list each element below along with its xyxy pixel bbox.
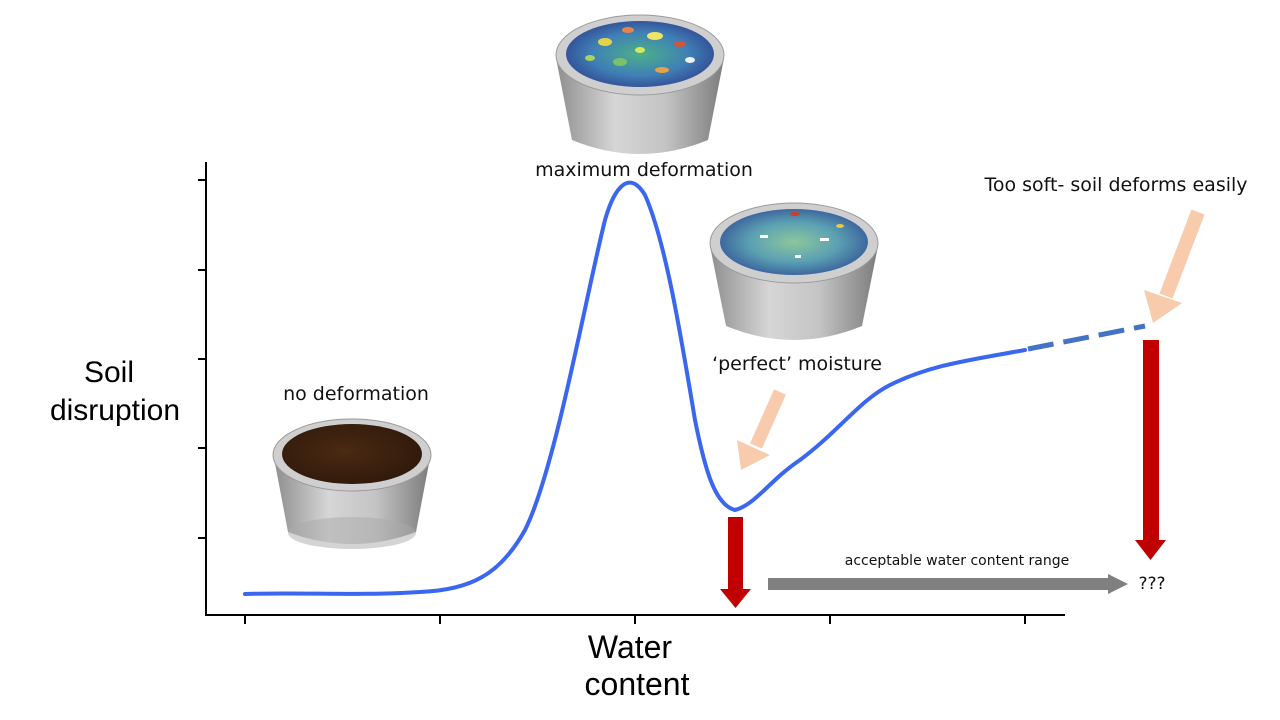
acceptable-range-label: acceptable water content range xyxy=(845,553,1069,569)
x-axis-ticks xyxy=(244,615,1026,624)
arrow-shaft xyxy=(768,578,1110,590)
arrow-head xyxy=(1144,290,1182,323)
max-water-content-arrow xyxy=(1135,340,1166,560)
too-soft-pointer-arrow xyxy=(1144,209,1205,323)
dry-soil-surface xyxy=(282,424,422,484)
x-axis-title-line1: Water xyxy=(588,629,673,665)
soil-disruption-curve-extrapolated xyxy=(1027,323,1146,352)
max-deformation-sample xyxy=(555,14,725,154)
perfect-moisture-pointer-arrow xyxy=(737,389,786,470)
no-deformation-label: no deformation xyxy=(283,383,429,405)
y-axis-title-line1: Soil xyxy=(84,356,134,389)
dry-soil-sample xyxy=(272,418,432,549)
y-axis-ticks xyxy=(198,179,206,539)
min-water-content-arrow xyxy=(720,517,751,608)
peak xyxy=(635,47,645,53)
arrow-shaft xyxy=(1159,209,1205,299)
arrow-head xyxy=(737,440,770,470)
peak xyxy=(613,58,627,66)
peak xyxy=(647,32,663,40)
peak xyxy=(598,38,612,46)
arrow-shaft xyxy=(1143,340,1159,541)
peak xyxy=(585,55,595,61)
peak xyxy=(655,67,669,73)
arrow-head xyxy=(1108,574,1128,594)
mark xyxy=(790,212,800,216)
x-axis-title-line2: content xyxy=(585,666,690,702)
arrow-shaft xyxy=(750,389,786,449)
soil-disruption-curve xyxy=(243,180,1027,596)
arrow-head xyxy=(1135,540,1166,560)
maximum-deformation-label: maximum deformation xyxy=(535,159,753,181)
arrow-shaft xyxy=(728,517,743,591)
peak xyxy=(685,57,695,63)
mark xyxy=(760,235,768,238)
too-soft-label: Too soft- soil deforms easily xyxy=(983,174,1247,196)
mark xyxy=(836,224,844,228)
perfect-moisture-sample xyxy=(709,202,879,340)
axes: Soil disruption Water content xyxy=(50,162,1065,702)
mark xyxy=(795,255,801,258)
smooth-heatmap-surface xyxy=(720,209,868,275)
arrow-head xyxy=(720,589,751,608)
peak xyxy=(674,41,686,47)
deformation-peaks xyxy=(585,27,695,73)
unknown-limit-label: ??? xyxy=(1138,574,1165,594)
cup-bottom-rim xyxy=(288,517,416,549)
perfect-moisture-label: ‘perfect’ moisture xyxy=(712,353,882,375)
y-axis-title-line2: disruption xyxy=(50,394,180,427)
mark xyxy=(820,238,829,241)
surface-marks xyxy=(760,212,844,258)
rough-heatmap-surface xyxy=(566,21,714,87)
peak xyxy=(622,27,634,33)
acceptable-range-arrow xyxy=(768,574,1128,594)
